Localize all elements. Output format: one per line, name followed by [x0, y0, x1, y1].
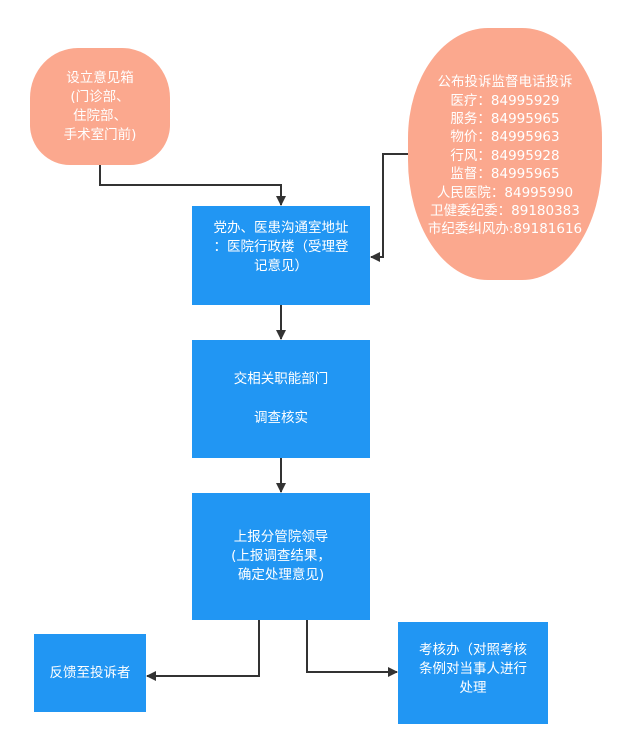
- receive-node: 党办、医患沟通室地址 ：医院行政楼（受理登 记意见）: [192, 206, 370, 305]
- receive-line: 记意见）: [254, 258, 308, 274]
- assessment-line: 条例对当事人进行: [419, 660, 527, 677]
- report-line: 确定处理意见): [237, 567, 325, 583]
- hotline-node: 公布投诉监督电话投诉 医疗：84995929 服务：84995965 物价：84…: [408, 28, 602, 280]
- assessment-node: 考核办（对照考核 条例对当事人进行 处理: [398, 622, 548, 724]
- suggestion-box-node: 设立意见箱 (门诊部、 住院部、 手术室门前): [30, 48, 170, 165]
- assessment-line: 处理: [459, 679, 487, 696]
- report-line: (上报调查结果，: [231, 548, 331, 564]
- feedback-node: 反馈至投诉者: [34, 634, 146, 712]
- hotline-entry: 行风：84995928: [450, 147, 560, 164]
- hotline-entry: 人民医院：84995990: [436, 184, 574, 201]
- suggestion-box-line: 手术室门前): [63, 126, 137, 143]
- suggestion-box-line: (门诊部、: [70, 88, 130, 105]
- hotline-entry: 医疗：84995929: [450, 92, 560, 109]
- report-line: 上报分管院领导: [233, 529, 329, 545]
- hotline-entry: 服务：84995965: [450, 110, 560, 127]
- suggestion-box-line: 住院部、: [73, 107, 127, 124]
- feedback-label: 反馈至投诉者: [49, 664, 131, 681]
- hotline-entry: 市纪委纠风办:89181616: [427, 221, 583, 238]
- connector-report-to-feedback: [146, 620, 260, 681]
- transfer-line: 交相关职能部门: [233, 371, 329, 387]
- transfer-node: 交相关职能部门 调查核实: [192, 340, 370, 458]
- hotline-entry: 物价：84995963: [450, 129, 560, 146]
- connector-hotline-to-receive: [370, 153, 408, 262]
- report-node: 上报分管院领导 (上报调查结果， 确定处理意见): [192, 493, 370, 620]
- receive-line: ：医院行政楼（受理登: [213, 239, 349, 255]
- hotline-entry: 卫健委纪委：89180383: [430, 203, 580, 220]
- suggestion-box-line: 设立意见箱: [66, 69, 134, 86]
- transfer-line: 调查核实: [254, 410, 308, 426]
- receive-line: 党办、医患沟通室地址: [213, 220, 349, 236]
- hotline-entry: 监督：84995965: [450, 166, 560, 183]
- connector-suggestion-to-receive: [99, 165, 286, 206]
- connector-report-to-assessment: [306, 620, 398, 677]
- assessment-line: 考核办（对照考核: [419, 641, 527, 658]
- hotline-title: 公布投诉监督电话投诉: [437, 74, 573, 91]
